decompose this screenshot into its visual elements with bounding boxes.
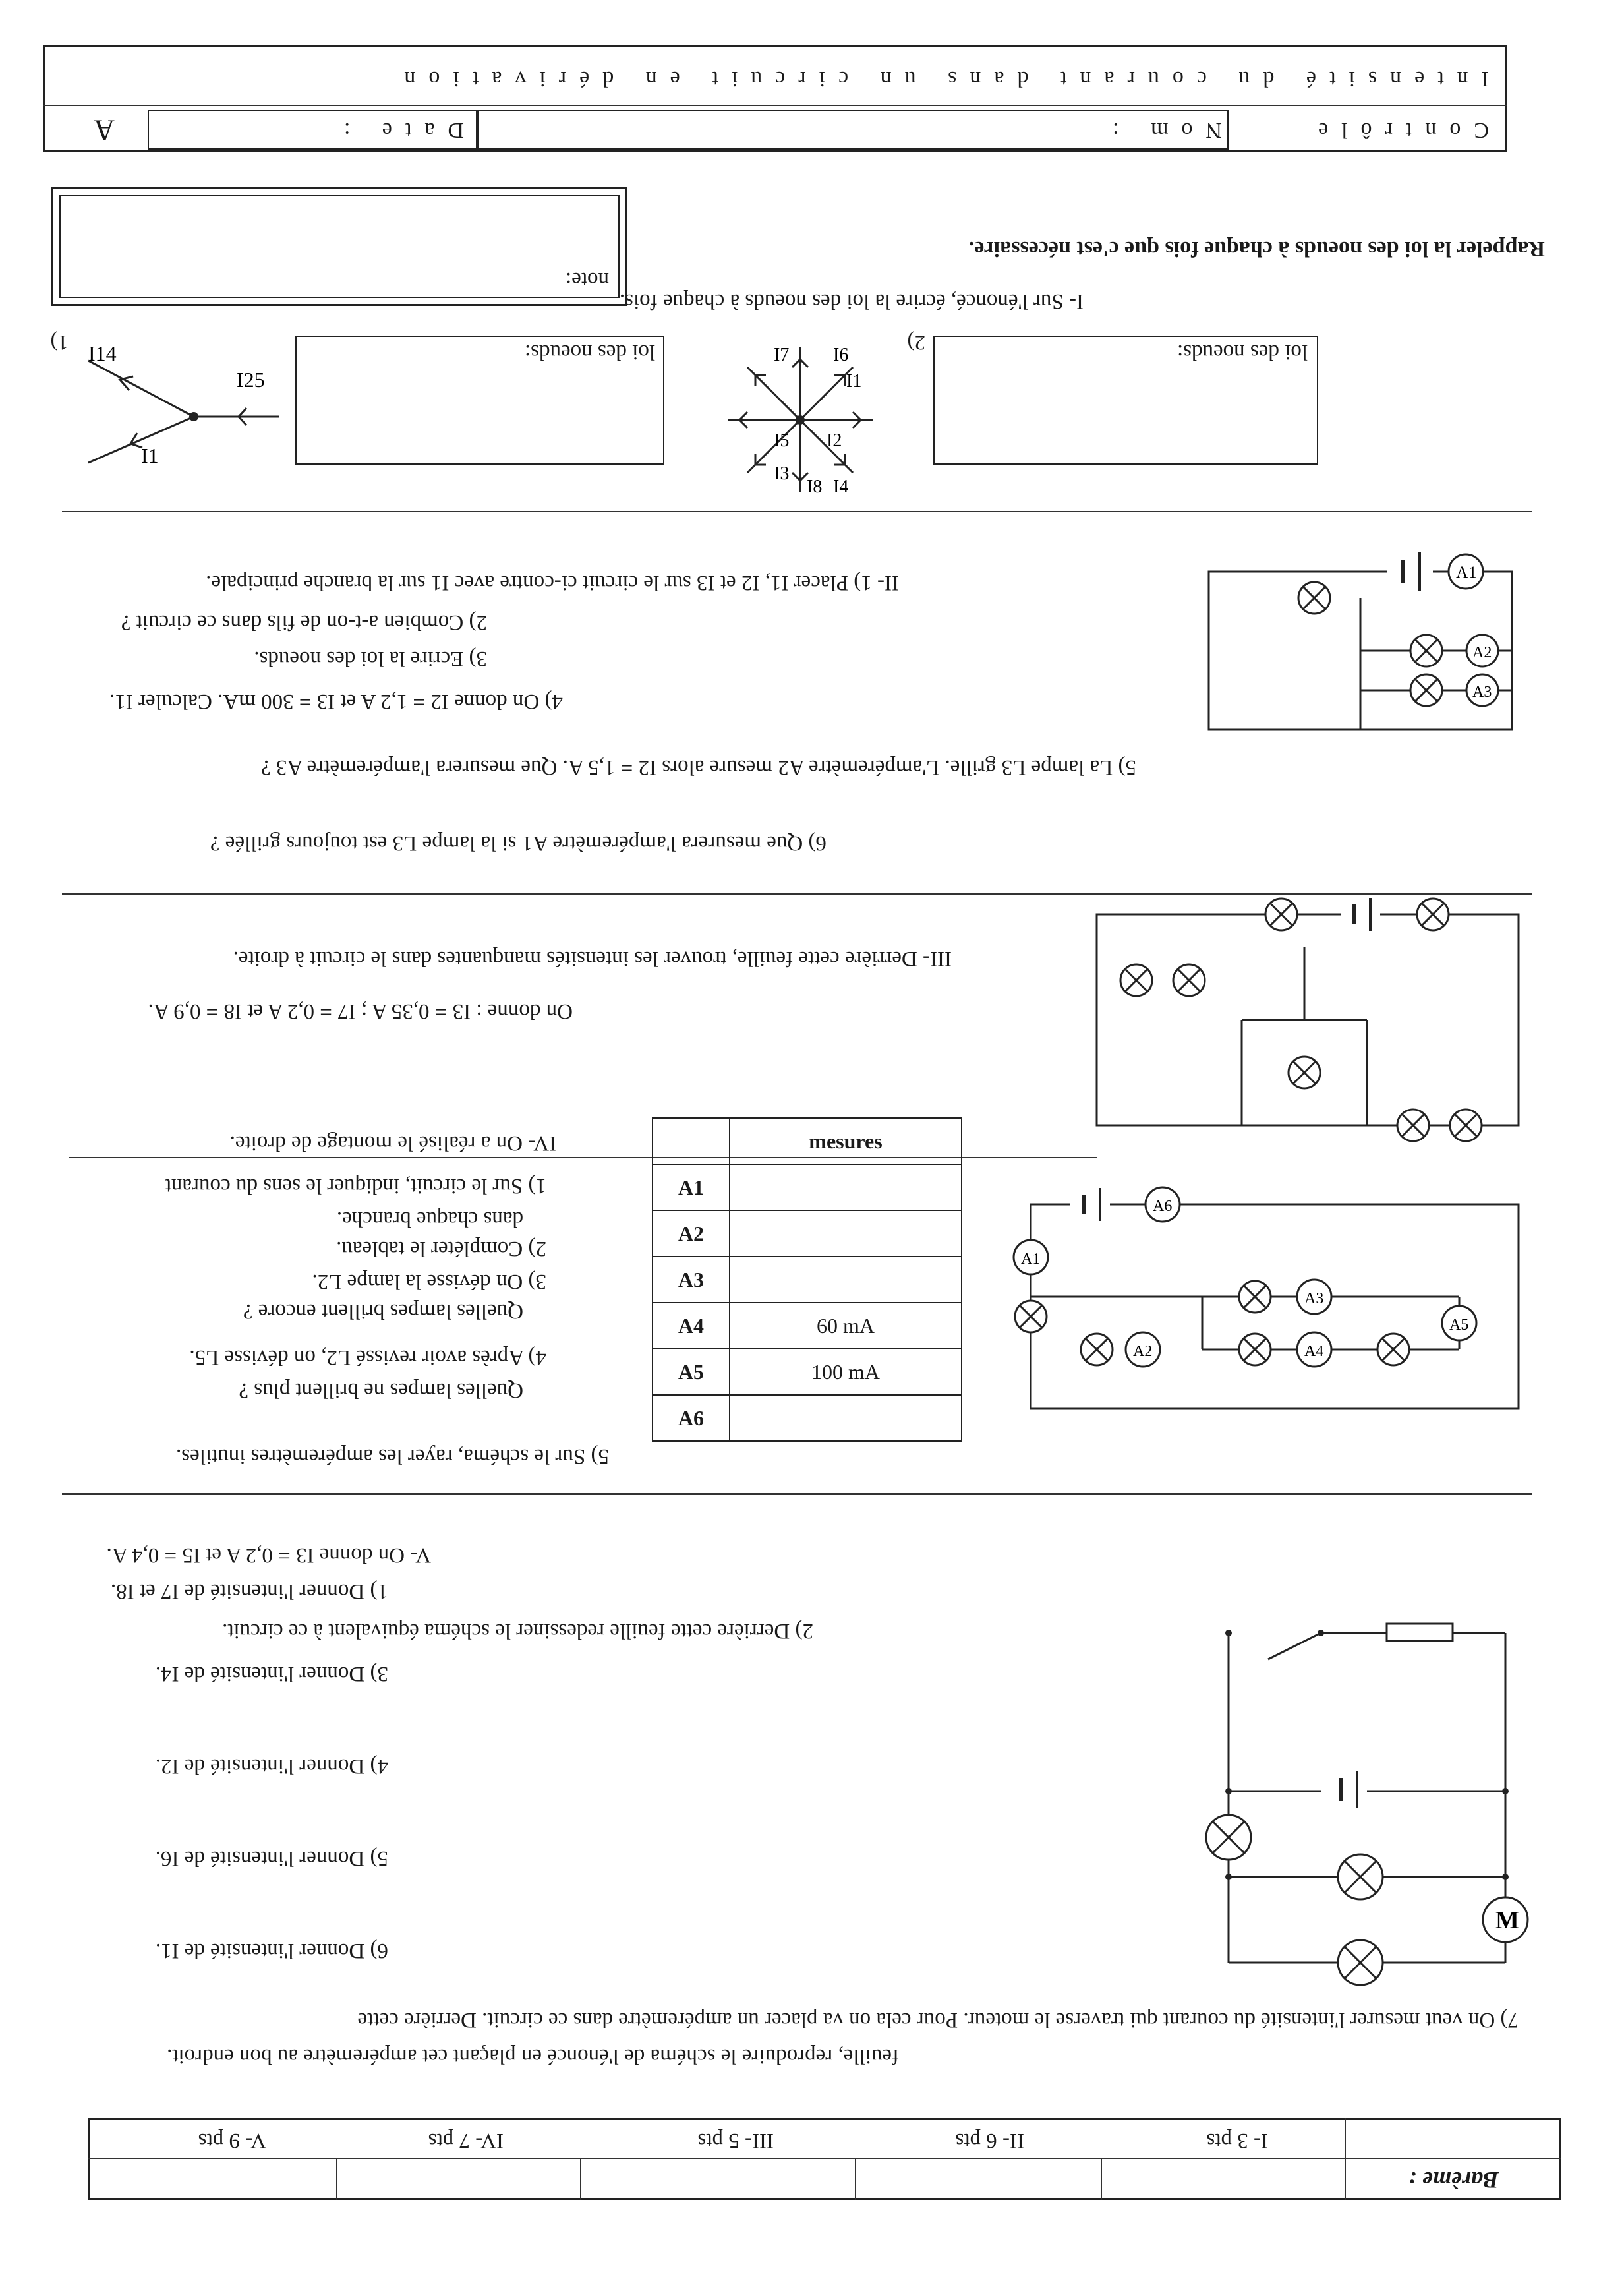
ex5-line-2: 1) Donner l'intensité de I7 et I8. [110,1580,388,1603]
note-label: note: [566,268,609,291]
svg-text:I5: I5 [774,430,789,451]
ex5-circuit: M [1205,1622,1529,1986]
ex5-line-1: V- On donne I3 = 0,2 A et I5 = 0,4 A. [106,1543,432,1567]
ex1-star-figure: I3 I8 I4 I5 I2 I1 I6 I7 [728,345,873,497]
ex4-line-6: Quelles lampes brillent encore ? [243,1299,523,1323]
table-cell-A2[interactable] [730,1210,962,1257]
ex4-line-4: 2) Compléter le tableau. [336,1237,546,1260]
table-row: A2 [652,1210,962,1257]
ex4-line-1: IV- On a réalisé le montage de droite. [229,1131,556,1155]
ex4-line-2: 1) Sur le circuit, indiquer le sens du c… [165,1174,546,1198]
ex1-node-figure: I25 I14 I1 [88,341,279,467]
ex4-line-9: 5) Sur le schéma, rayer les ampéremètres… [175,1444,609,1468]
label-I1-node: I1 [141,444,159,467]
bareme-table [88,2118,1561,2200]
ex5-line-9: feuille, reproduire le schéma de l'énonc… [167,2044,899,2068]
svg-text:A2: A2 [1133,1343,1152,1360]
ex2-line-1: II- 1) Placer I1, I2 et I3 sur le circui… [206,571,899,595]
ammeter-A1 [1447,553,1484,590]
table-header: mesures [730,1118,962,1164]
table-row: A1 [652,1164,962,1210]
svg-text:A5: A5 [1449,1317,1468,1334]
ex5-line-7: 6) Donner l'intensité de I1. [155,1939,388,1963]
table-row: A3 [652,1257,962,1303]
ex4-line-5: 3) On dévisse la lampe L2. [312,1270,546,1293]
svg-text:I1: I1 [846,371,861,392]
svg-text:A6: A6 [1153,1198,1172,1215]
ex2-circuit: A1 A2 A3 [1207,552,1513,731]
svg-text:I3: I3 [774,463,789,484]
label-I25: I25 [237,368,265,392]
reminder: Rappeler la loi des noeuds à chaque fois… [968,237,1545,261]
svg-text:A1: A1 [1456,563,1477,582]
grade-letter: A [94,114,115,146]
resistor [1385,1622,1454,1642]
date-label: Date : [330,118,464,142]
bareme-item-1: I- 3 pts [1206,2129,1269,2152]
svg-text:A1: A1 [1021,1251,1040,1268]
controle-label: Contrôle [1305,118,1489,142]
ex3-line-1: III- Derrière cette feuille, trouver les… [233,947,952,970]
ex3-circuit [1095,897,1520,1142]
ammeter-A1 [1012,1239,1049,1276]
svg-text:I4: I4 [833,477,848,497]
motor [1482,1896,1529,1943]
bareme-item-4: IV- 7 pts [428,2129,504,2152]
table-cell-A6[interactable] [730,1395,962,1441]
ex2-line-4: 4) On donne I2 = 1,2 A et I3 = 300 mA. C… [109,690,563,713]
svg-text:M: M [1495,1907,1519,1934]
ammeter-A4 [1296,1331,1333,1368]
svg-text:I8: I8 [807,477,822,497]
svg-text:A2: A2 [1472,644,1492,661]
page-title: Intensité du courant dans un circuit en … [391,67,1489,91]
ex1-box-label-1: loi des noeuds: [525,340,655,364]
svg-text:A4: A4 [1304,1343,1323,1360]
ex3-line-2: On donne : I3 = 0,35 A ; I7 = 0,2 A et I… [148,999,573,1023]
svg-text:A3: A3 [1472,684,1492,701]
ex4-line-3: dans chaque branche. [336,1207,523,1231]
ex2-line-6: 6) Que mesurera l'ampéremètre A1 si la l… [210,831,826,855]
ammeter-A3 [1296,1278,1333,1315]
bareme-label: Barème : [1408,2167,1499,2193]
ammeter-A2 [1124,1331,1161,1368]
ex4-circuit: A6 A1 A3 A5 A2 A4 [1012,1186,1520,1410]
ex2-line-5: 5) La lampe L3 grille. L'ampéremètre A2 … [260,755,1136,779]
svg-text:I2: I2 [826,430,842,451]
bareme-item-5: V- 9 pts [198,2129,266,2152]
table-cell-A4[interactable]: 60 mA [730,1303,962,1349]
ex1-box-label-2: loi des noeuds: [1177,340,1308,364]
ex5-line-5: 4) Donner l'intensité de I2. [155,1754,388,1778]
ammeter-A6 [1144,1186,1181,1223]
ammeter-A5 [1441,1305,1478,1342]
ex1-q2: 2) [907,330,926,354]
table-row: A6 [652,1395,962,1441]
ex1-heading: I- Sur l'énoncé, écrire la loi des noeud… [619,289,1084,313]
ammeter-A2 [1465,634,1499,668]
svg-text:A3: A3 [1304,1290,1323,1307]
svg-text:I7: I7 [774,345,789,365]
ex5-line-6: 5) Donner l'intensité de I6. [155,1847,388,1870]
bareme-item-2: II- 6 pts [955,2129,1024,2152]
ex5-line-3: 2) Derrière cette feuille redessiner le … [222,1619,813,1643]
ex2-line-3: 3) Ecrire la loi des noeuds. [254,647,487,670]
table-header-row: mesures [652,1118,962,1164]
nom-label: Nom : [1099,118,1222,142]
bareme-item-3: III- 5 pts [697,2129,774,2152]
ex4-line-8: Quelles lampes ne brillent plus ? [239,1378,523,1402]
ammeter-A3 [1465,673,1499,707]
svg-text:I6: I6 [833,345,848,365]
table-cell-A1[interactable] [730,1164,962,1210]
ex4-line-7: 4) Après avoir revissé L2, on dévisse L5… [189,1346,546,1369]
ex5-line-4: 3) Donner l'intensité de I4. [155,1662,388,1686]
table-cell-A5[interactable]: 100 mA [730,1349,962,1395]
ex5-line-8: 7) On veut mesurer l'intensité du couran… [357,2008,1519,2032]
ex2-line-2: 2) Combien a-t-on de fils dans ce circui… [121,610,487,634]
label-I14: I14 [88,341,117,365]
table-cell-A3[interactable] [730,1257,962,1303]
